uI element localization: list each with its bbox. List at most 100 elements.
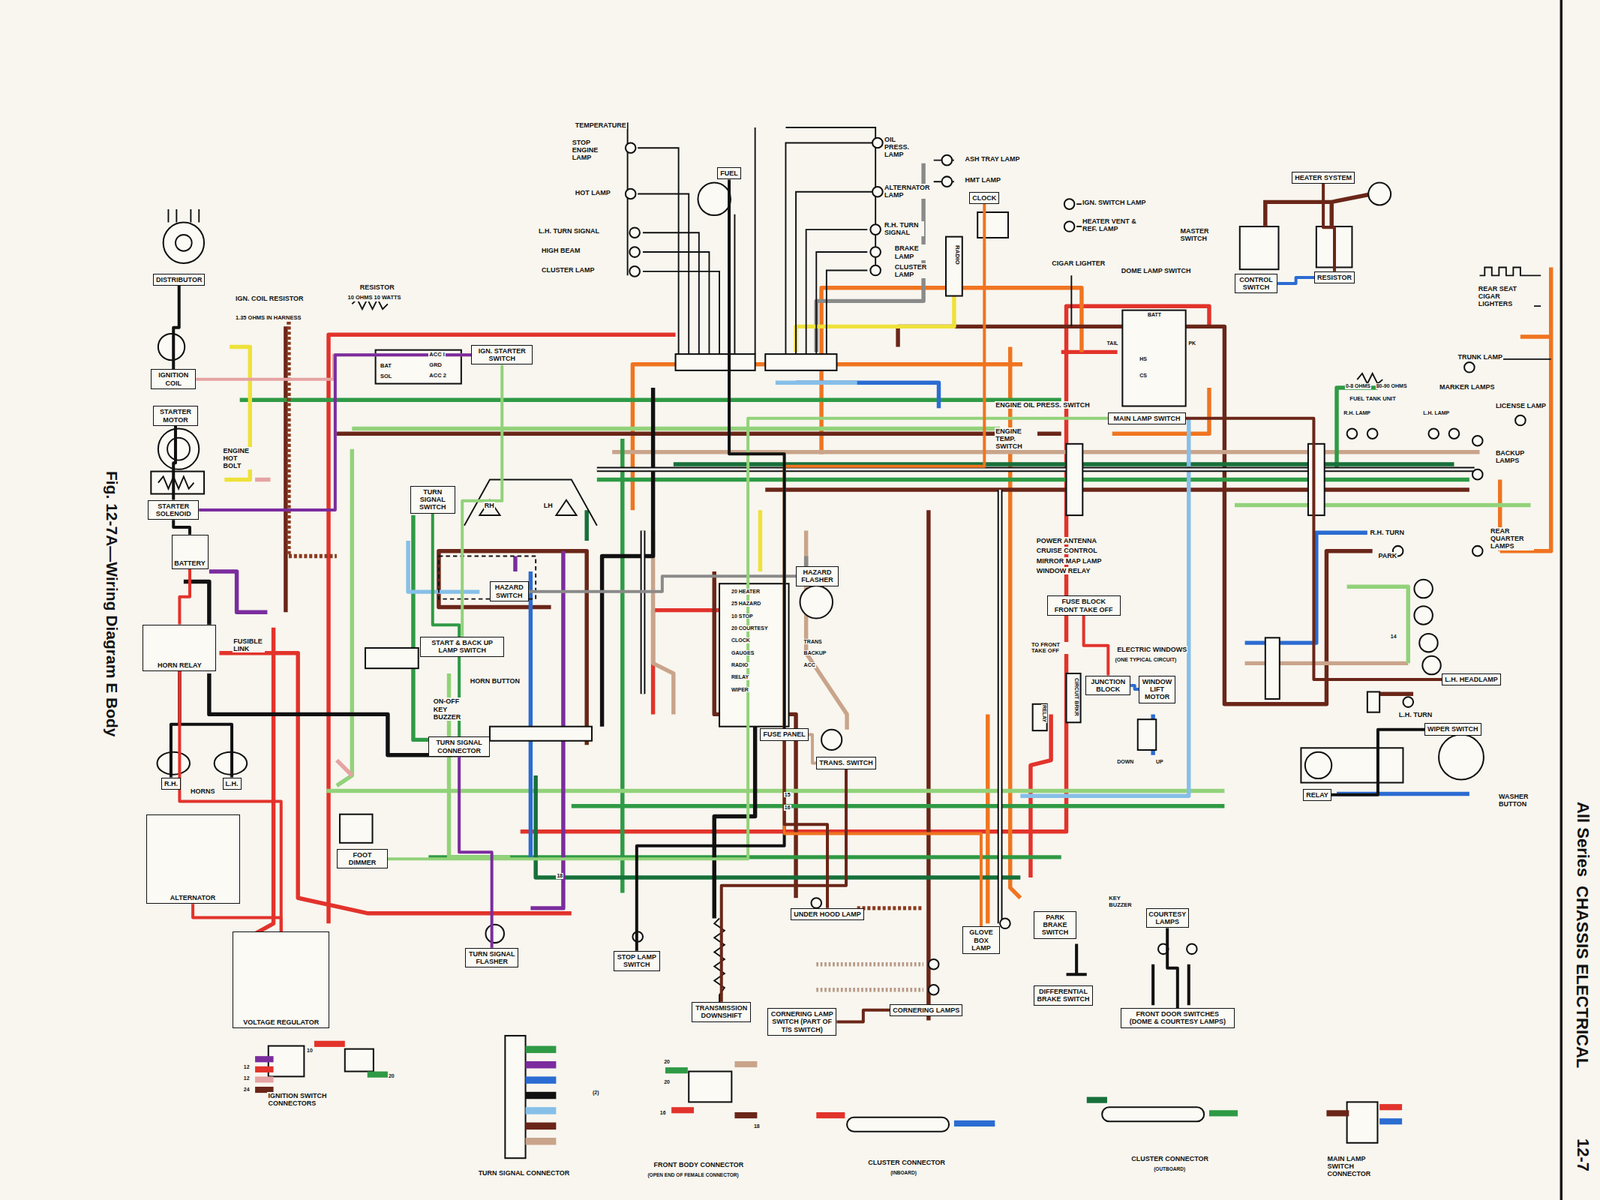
part-label: ENGINE TEMP. SWITCH [994,427,1037,451]
part-label: TRANS [803,639,823,646]
component-label: STARTER MOTOR [156,408,196,424]
component-box: FRONT DOOR SWITCHES(DOME & COURTESY LAMP… [1120,1008,1235,1029]
cluster-connector-block [675,354,756,371]
light-blue-wire [408,382,1189,796]
solenoid-coil [158,476,195,489]
wire-stub [1086,1097,1108,1104]
component-label: BATTERY [174,559,206,568]
component-label: DISTRIBUTOR [156,276,202,284]
lamp-symbol [942,176,953,187]
component-label: L.H. HEADLAMP [1444,675,1498,684]
component-box: HAZARD SWITCH [489,581,529,602]
part-label: HORN BUTTON [469,677,521,685]
headlamp-symbol [1422,656,1441,675]
component-label: ALTERNATOR [170,894,217,902]
wire-connector [836,1010,890,1023]
component-label: DIFFERENTIAL BRAKE SWITCH [1036,987,1090,1004]
component-label: R.H. [164,780,178,788]
part-label: WASHER BUTTON [1497,792,1534,808]
wire-connector [1323,183,1335,272]
connector-drawing [846,1117,949,1132]
component-label: IGNITION COIL [153,371,193,388]
part-label: FUSIBLE LINK [232,637,265,653]
part-label: MASTER SWITCH [1179,227,1219,243]
wire-stub [954,1120,995,1127]
component-box: IGN. STARTER SWITCH [471,345,533,366]
window-motor-symbol [1137,719,1156,751]
part-label: CLOCK [730,637,751,644]
component-label: TURN SIGNAL SWITCH [413,488,453,512]
part-label: 80-90 OHMS [1375,383,1408,390]
part-label: IGN. SWITCH LAMP [1081,198,1147,207]
starter-motor-symbol [158,428,199,469]
part-label: (2) [591,1089,601,1096]
component-label: START & BACK UP LAMP SWITCH [423,639,502,655]
part-label: R.H. TURN [1369,528,1406,537]
component-label: HORN RELAY [157,661,202,670]
white-wire [597,469,1475,924]
part-label: TAIL [1106,340,1120,347]
wire-stub [525,1122,557,1131]
part-label: PK [1187,340,1197,347]
component-box: ALTERNATOR [146,814,241,905]
component-label: GLOVE BOX LAMP [965,928,997,952]
component-label: HAZARD FLASHER [798,568,836,585]
component-label: STOP LAMP SWITCH [616,953,658,970]
wire-connector [387,418,1108,859]
component-label: CORNERING LAMP SWITCH (PART OF T/S SWITC… [770,1010,835,1034]
component-box: HAZARD FLASHER [795,566,839,587]
hazard-switch-outline [438,555,536,599]
part-label: HORNS [189,787,217,796]
part-label: RELAY [730,674,750,681]
part-label: 16 [783,804,792,811]
component-label: FUEL [720,169,739,178]
part-label: IGN. COIL RESISTOR [234,294,305,303]
wiper-motor-symbol [1305,752,1332,779]
lamp-symbol [1472,469,1483,481]
part-label: 12-7 [1572,1137,1592,1173]
headlamp-symbol [1413,579,1432,598]
wire-stub [525,1046,557,1054]
part-label: BATT [1146,312,1162,319]
wire-connector [195,354,472,380]
part-label: 18 [555,873,564,880]
part-label: 20 [387,1073,396,1080]
lamp-symbol [1367,428,1378,439]
cluster-connector-block [765,354,837,371]
component-box: TRANS. SWITCH [816,756,877,769]
component-box: RESISTOR [1314,271,1355,284]
harness-connector [1308,444,1325,516]
connector-details [255,1035,1402,1159]
hatched-resistor-wire [288,321,924,909]
part-label: 0-8 OHMS [1344,383,1372,390]
part-label: 25 HAZARD [730,600,762,607]
component-box: DIFFERENTIAL BRAKE SWITCH [1033,985,1093,1006]
part-label: BACKUP LAMPS [1494,449,1531,465]
radio-symbol [945,237,963,297]
flasher-symbol [486,924,505,943]
part-label: GRD [428,362,443,369]
distributor-pins [168,209,199,223]
lamp-symbol [928,959,940,970]
wire-connector [729,179,785,729]
wire-stub [734,1112,757,1119]
lamp-symbol [629,266,640,277]
component-box: BATTERY [171,534,209,570]
component-label: RESISTOR [1317,273,1352,282]
wire-connector [1185,418,1442,680]
part-label: DOME LAMP SWITCH [1120,267,1192,275]
part-label: TEMPERATURE [574,121,628,130]
part-label: BAT [379,363,393,370]
part-label: R.H. TURN SIGNAL [883,221,925,237]
component-box: MAIN LAMP SWITCH [1107,412,1186,425]
component-label: CORNERING LAMPS [892,1006,960,1015]
circuit-breaker-symbol [1066,673,1081,723]
component-label: STARTER SOLENOID [150,502,196,519]
component-label: HAZARD SWITCH [492,583,526,600]
component-box: VOLTAGE REGULATOR [232,931,330,1029]
part-label: WINDOW RELAY [1035,567,1092,575]
component-box: FUEL [717,167,742,180]
wire-stub [314,1041,346,1048]
component-box: DISTRIBUTOR [153,273,205,286]
wire-connector [179,671,232,778]
